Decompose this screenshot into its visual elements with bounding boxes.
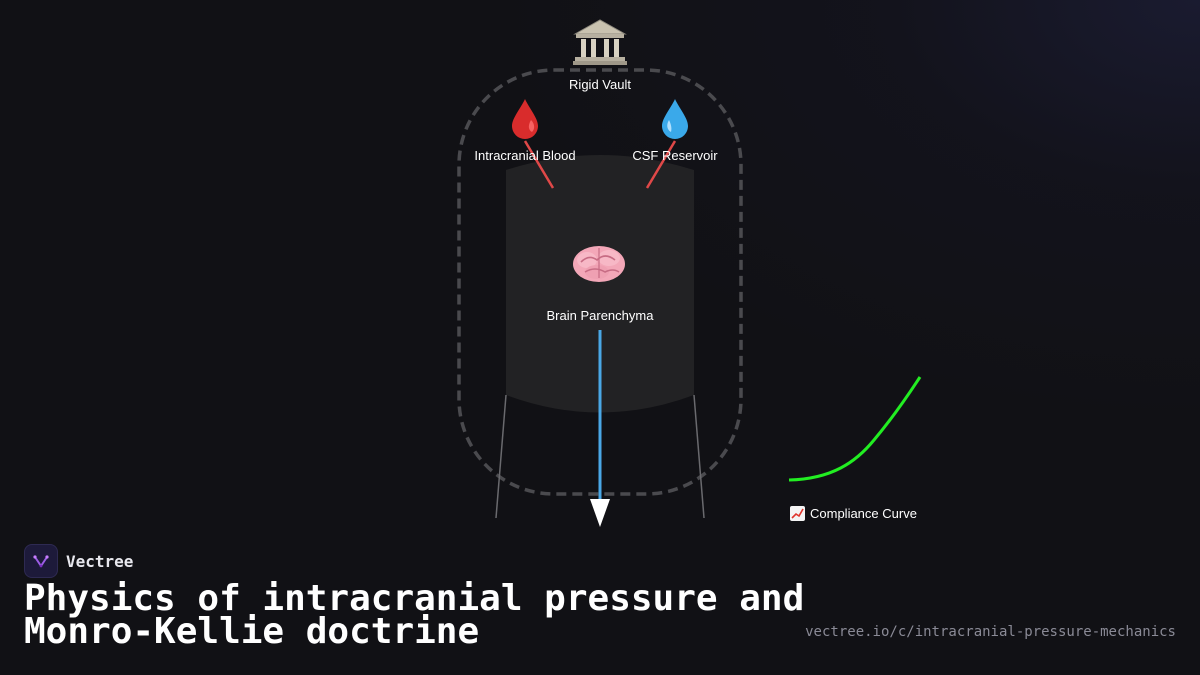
brain-label: Brain Parenchyma	[547, 308, 655, 323]
brand-name: Vectree	[66, 551, 134, 571]
brand: Vectree	[24, 544, 133, 578]
vault-label: Rigid Vault	[569, 77, 631, 92]
blood-label: Intracranial Blood	[474, 148, 575, 163]
vectree-logo-icon[interactable]	[24, 544, 58, 578]
right-support-line	[693, 394, 705, 519]
compliance-curve	[788, 376, 922, 482]
chart-increasing-icon	[790, 506, 805, 521]
page-title: Physics of intracranial pressure and Mon…	[24, 578, 805, 652]
csf-to-brain-line	[645, 140, 677, 189]
csf-label: CSF Reservoir	[632, 148, 718, 163]
brain-icon	[573, 246, 625, 282]
blood-drop-icon	[512, 99, 538, 139]
source-url[interactable]: vectree.io/c/intracranial-pressure-mecha…	[805, 624, 1176, 640]
pressure-arrow-head	[590, 499, 610, 527]
left-support-line	[495, 394, 507, 519]
brain-parenchyma-body	[506, 155, 694, 413]
classical-building-icon	[573, 19, 627, 65]
rigid-vault-outline	[457, 68, 743, 496]
blood-to-brain-line	[523, 140, 555, 189]
compliance-label: Compliance Curve	[810, 506, 917, 521]
water-droplet-icon	[662, 99, 688, 139]
